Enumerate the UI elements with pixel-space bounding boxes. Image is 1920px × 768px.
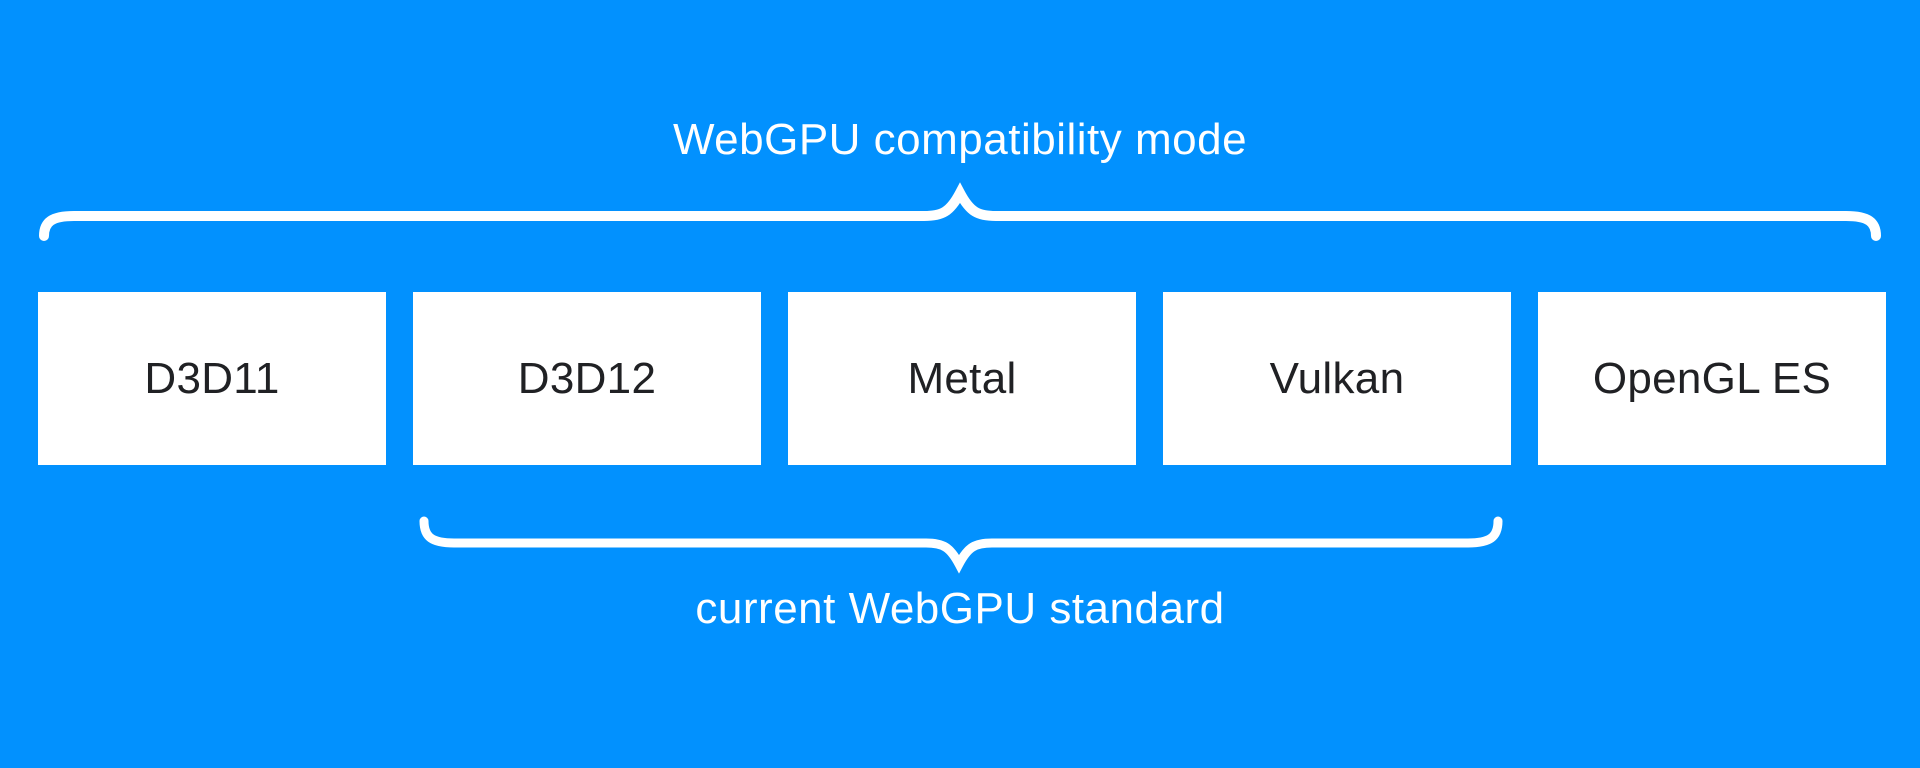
api-box-d3d12: D3D12 [413,292,761,465]
title-webgpu-compatibility-mode: WebGPU compatibility mode [672,115,1248,164]
top-brace-icon [39,182,1881,241]
bottom-brace-icon [419,516,1503,574]
api-box-metal: Metal [788,292,1136,465]
api-box-opengl-es: OpenGL ES [1538,292,1886,465]
api-box-vulkan: Vulkan [1163,292,1511,465]
api-box-d3d11: D3D11 [38,292,386,465]
label-current-webgpu-standard: current WebGPU standard [695,584,1225,633]
